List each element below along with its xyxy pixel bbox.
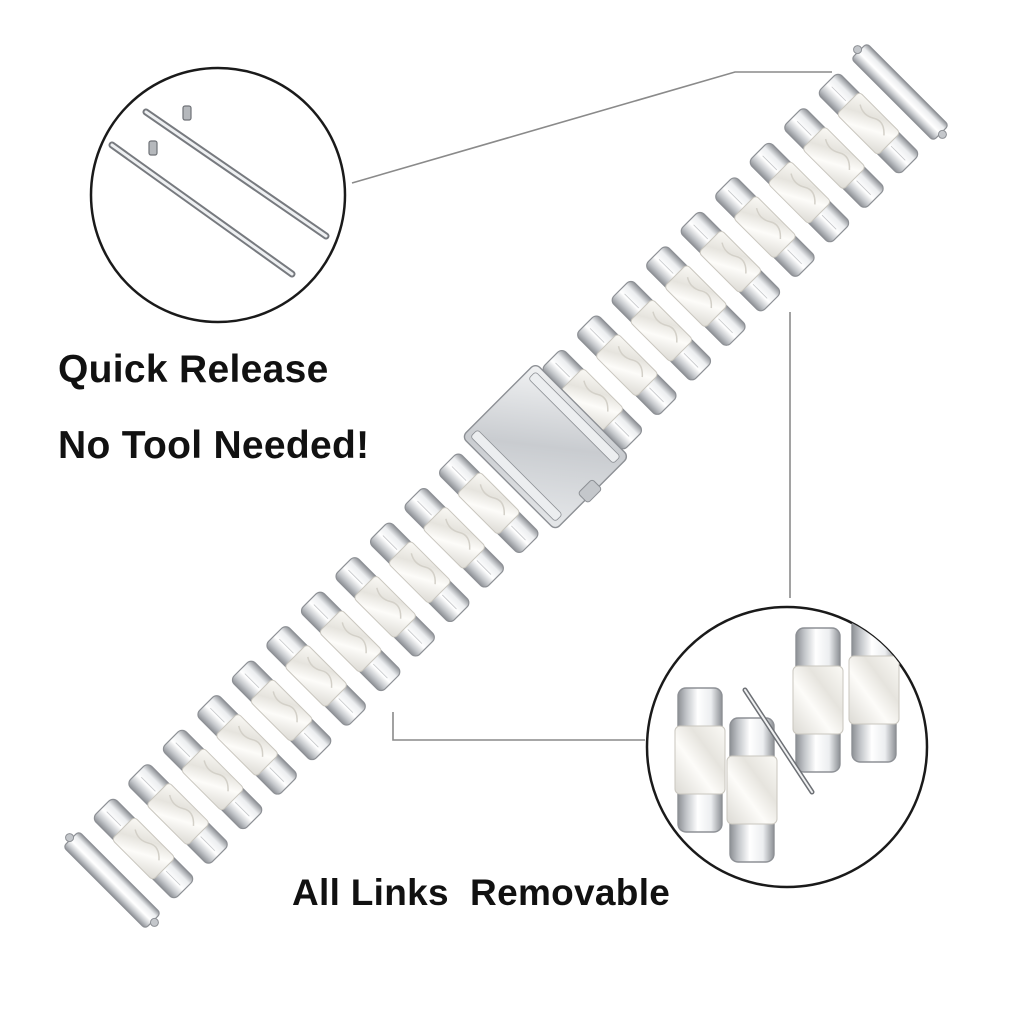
band-link (439, 453, 539, 553)
band-link (231, 660, 332, 761)
butterfly-clasp (463, 364, 628, 529)
spring-bar-icon (108, 140, 296, 278)
no-tool-needed-caption: No Tool Needed! (58, 424, 370, 467)
band-link (784, 108, 884, 208)
callout-leader-lines (351, 71, 832, 741)
spring-bar-callout (89, 66, 347, 324)
band-link (93, 798, 194, 899)
watch-band (64, 44, 948, 928)
band-link (715, 177, 815, 277)
band-link (335, 557, 435, 657)
band-link (680, 211, 781, 312)
band-end-cap (64, 832, 160, 928)
leader-line (392, 712, 645, 741)
link-removal-callout (645, 605, 929, 889)
links-removable-caption: All Links Removable (292, 872, 671, 913)
band-link (404, 488, 504, 588)
removed-link (674, 687, 726, 833)
band-link (128, 764, 228, 864)
band-link (646, 246, 746, 346)
band-link (749, 142, 850, 243)
leader-line (351, 71, 832, 184)
removed-link (792, 627, 844, 773)
band-link (611, 280, 712, 381)
band-link (197, 695, 297, 795)
spring-bar-icon (142, 105, 330, 240)
band-link (818, 73, 919, 174)
band-end-cap (852, 44, 948, 140)
band-link (369, 522, 470, 623)
removed-link (726, 717, 778, 863)
band-link (300, 591, 401, 692)
band-link (266, 626, 366, 726)
band-link (577, 315, 677, 415)
band-link (162, 729, 263, 830)
link-pin-icon (742, 687, 815, 795)
quick-release-caption: Quick Release (58, 348, 329, 391)
removed-link (848, 617, 900, 763)
